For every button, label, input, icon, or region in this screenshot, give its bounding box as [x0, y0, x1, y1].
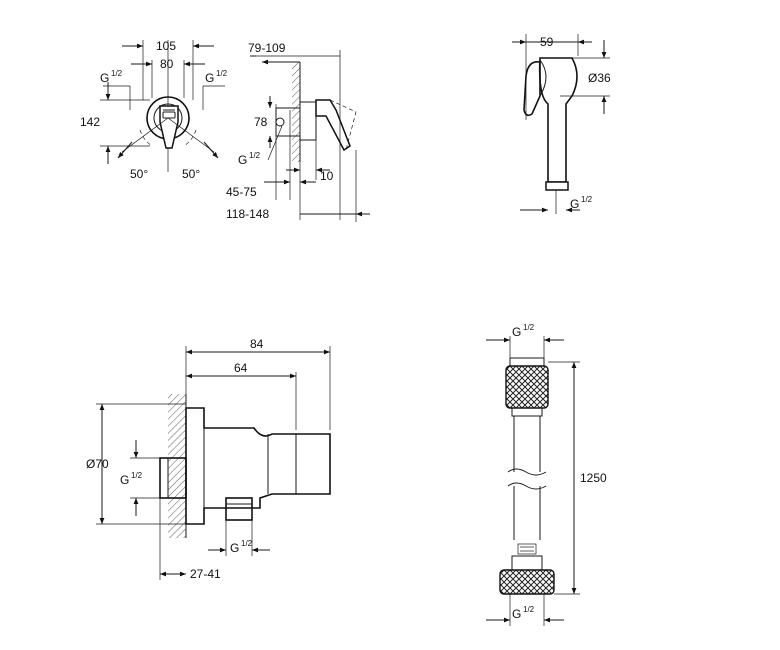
- dim-78: 78: [254, 115, 268, 129]
- hose-bottom-thread-fraction: 1/2: [523, 605, 535, 614]
- dim-142: 142: [80, 115, 100, 129]
- angle-right-label: 50°: [182, 167, 200, 181]
- elbow-outlet-thread-fraction: 1/2: [241, 539, 253, 548]
- elbow-outlet-thread-label: G: [230, 541, 239, 555]
- dim-64: 64: [234, 361, 248, 375]
- dim-diameter-36: Ø36: [588, 71, 611, 85]
- elbow-inlet-thread-label: G: [120, 473, 129, 487]
- dim-118-148: 118-148: [226, 207, 269, 221]
- shower-thread-fraction: 1/2: [581, 195, 593, 204]
- wall-elbow-view: [96, 346, 331, 580]
- dim-10: 10: [320, 169, 334, 183]
- dim-hose-length: 1250: [580, 471, 607, 485]
- dim-80: 80: [160, 57, 174, 71]
- thread-left-label: G: [100, 71, 109, 85]
- angle-left-label: 50°: [130, 167, 148, 181]
- dim-59: 59: [540, 35, 554, 49]
- hose-view: [486, 336, 580, 626]
- side-thread-label: G: [238, 153, 247, 167]
- hose-top-thread-label: G: [512, 325, 521, 339]
- side-thread-fraction: 1/2: [249, 151, 261, 160]
- hose-top-thread-fraction: 1/2: [523, 323, 535, 332]
- mixer-side-view: [250, 50, 370, 222]
- dim-27-41: 27-41: [190, 567, 221, 581]
- dim-45-75: 45-75: [226, 185, 257, 199]
- elbow-inlet-thread-fraction: 1/2: [131, 471, 143, 480]
- thread-left-fraction: 1/2: [111, 69, 123, 78]
- thread-right-fraction: 1/2: [216, 69, 228, 78]
- hose-bottom-thread-label: G: [512, 607, 521, 621]
- dim-diameter-70: Ø70: [86, 457, 109, 471]
- hand-shower-view: [512, 34, 610, 214]
- dim-105: 105: [156, 39, 176, 53]
- shower-thread-label: G: [570, 197, 579, 211]
- dim-84: 84: [250, 337, 264, 351]
- thread-right-label: G: [205, 71, 214, 85]
- mixer-front-view: [100, 40, 225, 172]
- dim-79-109: 79-109: [248, 41, 286, 55]
